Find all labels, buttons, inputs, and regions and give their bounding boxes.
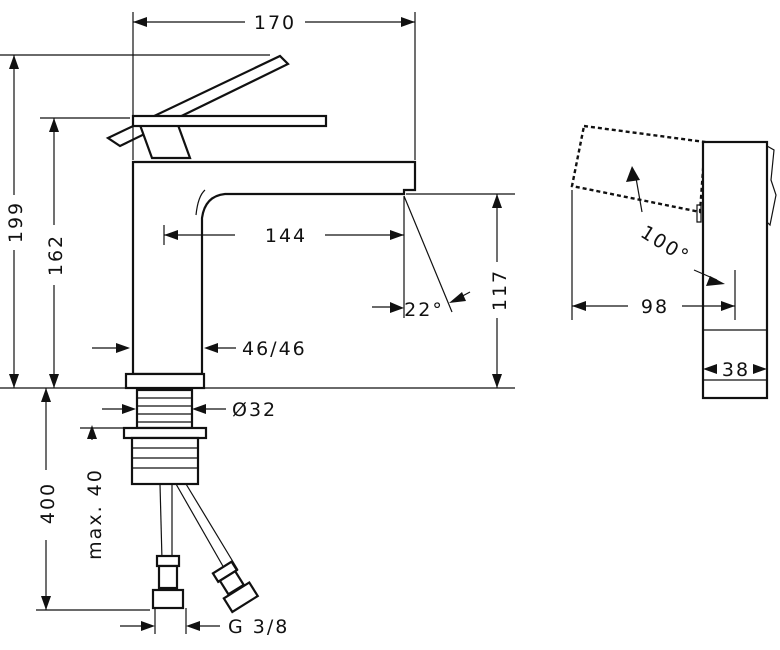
base-ring — [124, 372, 206, 390]
lever-raised — [105, 54, 290, 148]
dim-label-max-40: max. 40 — [84, 468, 106, 560]
dimension-diameter-32: Ø32 — [102, 399, 277, 421]
faucet-body — [131, 160, 417, 376]
supply-hoses — [151, 483, 260, 614]
dim-label-38: 38 — [722, 359, 750, 381]
dim-label-199: 199 — [5, 201, 27, 243]
dim-label-170: 170 — [254, 12, 296, 34]
dim-label-98: 98 — [641, 296, 669, 318]
dim-label-g38: G 3/8 — [228, 616, 289, 638]
lever-closed — [131, 114, 328, 128]
dim-label-400: 400 — [37, 482, 59, 524]
dimension-width-38: 38 — [703, 359, 767, 381]
dim-label-32: Ø32 — [232, 399, 277, 421]
nut-thread-lines — [132, 447, 198, 469]
dim-label-46-46: 46/46 — [242, 338, 307, 360]
faucet-front-view — [105, 54, 417, 614]
dimension-base-46: 46/46 — [92, 338, 307, 360]
dimension-height-117: 117 — [406, 193, 515, 388]
dimension-height-199: 199 — [0, 54, 270, 388]
dim-label-162: 162 — [45, 234, 67, 276]
side-lever-raised — [570, 124, 707, 214]
dimension-reach-144: 144 — [163, 196, 405, 318]
dimension-width-170: 170 — [132, 12, 416, 160]
shank-thread — [135, 388, 194, 430]
dimension-height-162: 162 — [40, 117, 130, 388]
dimension-max-40: max. 40 — [80, 425, 124, 560]
dimension-reach-98: 98 — [571, 190, 736, 320]
dimension-angle-22: 22° — [372, 195, 471, 321]
dim-label-117: 117 — [489, 269, 511, 311]
lever-hub — [138, 123, 192, 160]
dim-label-100: 100° — [637, 221, 694, 268]
mounting-washer — [122, 426, 208, 440]
dim-label-144: 144 — [265, 225, 307, 247]
spout-inner-line — [195, 189, 206, 216]
mounting-nut — [130, 436, 200, 486]
dim-label-22: 22° — [404, 299, 444, 321]
dimension-length-400: 400 — [36, 388, 150, 611]
dimension-connection-g38: G 3/8 — [120, 608, 289, 638]
